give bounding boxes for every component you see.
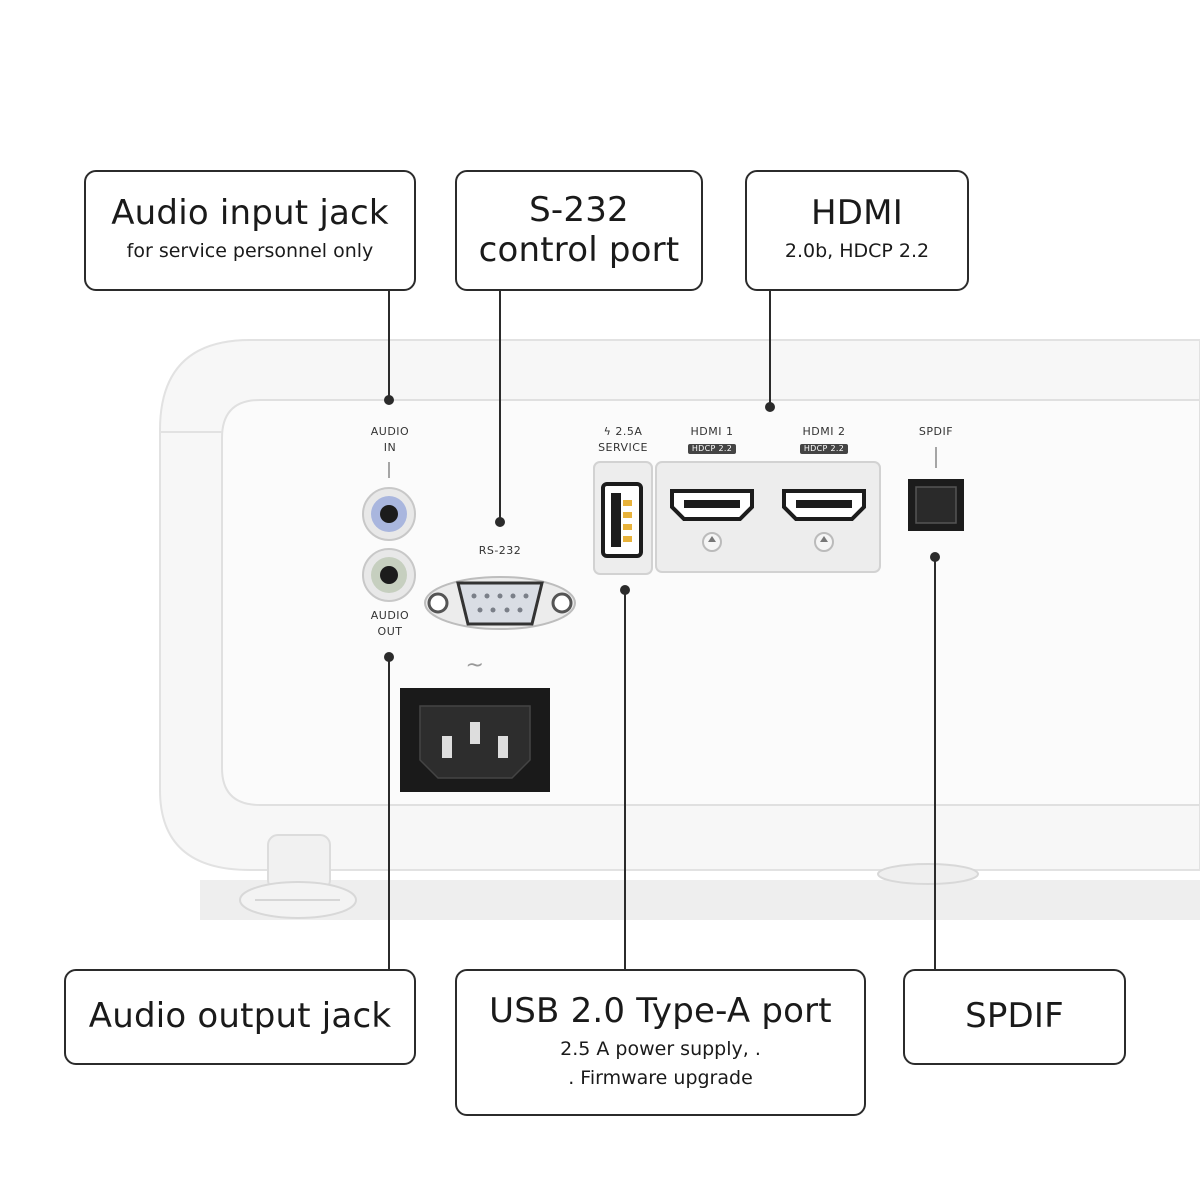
callout-usb-subtitle-line2: . Firmware upgrade xyxy=(568,1067,753,1090)
audio-out-label-line1: AUDIO xyxy=(370,609,410,622)
callout-usb-subtitle-line1: 2.5 A power supply, . xyxy=(560,1037,761,1060)
hdmi-1-hdcp-tag: HDCP 2.2 xyxy=(687,443,737,455)
rs232-port xyxy=(424,576,576,630)
right-foot xyxy=(877,863,979,885)
left-foot xyxy=(239,834,357,919)
rear-panel xyxy=(221,399,1200,806)
callout-spdif-title: SPDIF xyxy=(965,996,1064,1037)
usb-label-line2: SERVICE xyxy=(598,440,648,454)
callout-hdmi: HDMI 2.0b, HDCP 2.2 xyxy=(745,170,969,291)
callout-audio-input-subtitle: for service personnel only xyxy=(126,240,374,263)
usb-label-line1: ϟ 2.5A xyxy=(603,425,643,438)
callout-audio-input-title: Audio input jack xyxy=(111,193,389,234)
callout-audio-output: Audio output jack xyxy=(64,969,416,1065)
spdif-port xyxy=(908,447,964,531)
hdmi-2-label: HDMI 2 HDCP 2.2 xyxy=(784,424,864,456)
callout-usb: USB 2.0 Type-A port 2.5 A power supply, … xyxy=(455,969,866,1116)
callout-rs232: S-232 control port xyxy=(455,170,703,291)
power-inlet xyxy=(400,688,550,792)
callout-audio-input: Audio input jack for service personnel o… xyxy=(84,170,416,291)
audio-out-label-line2: OUT xyxy=(377,624,403,638)
floor-shadow xyxy=(200,880,1200,920)
callout-connectors xyxy=(384,290,940,970)
audio-in-label: AUDIO IN xyxy=(355,424,425,456)
hdmi-1-label: HDMI 1 HDCP 2.2 xyxy=(672,424,752,456)
callout-rs232-line2: control port xyxy=(478,229,680,270)
hdmi-1-port xyxy=(670,489,754,552)
callout-hdmi-subtitle: 2.0b, HDCP 2.2 xyxy=(784,240,930,263)
callout-spdif: SPDIF xyxy=(903,969,1126,1065)
audio-out-label: AUDIO OUT xyxy=(355,608,425,640)
callout-audio-output-title: Audio output jack xyxy=(88,996,392,1037)
hdmi-2-label-text: HDMI 2 xyxy=(802,425,846,438)
hdmi-1-label-text: HDMI 1 xyxy=(690,425,734,438)
audio-in-label-line1: AUDIO xyxy=(370,425,410,438)
hdmi-2-hdcp-tag: HDCP 2.2 xyxy=(799,443,849,455)
audio-in-jack xyxy=(362,487,416,541)
rs232-label: RS-232 xyxy=(478,544,522,557)
callout-hdmi-title: HDMI xyxy=(811,193,903,234)
power-symbol: ~ xyxy=(465,653,485,678)
audio-in-label-line2: IN xyxy=(383,440,397,454)
spdif-label: SPDIF xyxy=(918,425,954,438)
hdmi-2-port xyxy=(782,489,866,552)
audio-out-jack xyxy=(362,548,416,602)
usb-label: ϟ 2.5A SERVICE xyxy=(580,424,666,456)
usb-port xyxy=(593,461,653,575)
callout-usb-title: USB 2.0 Type-A port xyxy=(489,990,832,1031)
callout-rs232-line1: S-232 xyxy=(529,190,629,231)
